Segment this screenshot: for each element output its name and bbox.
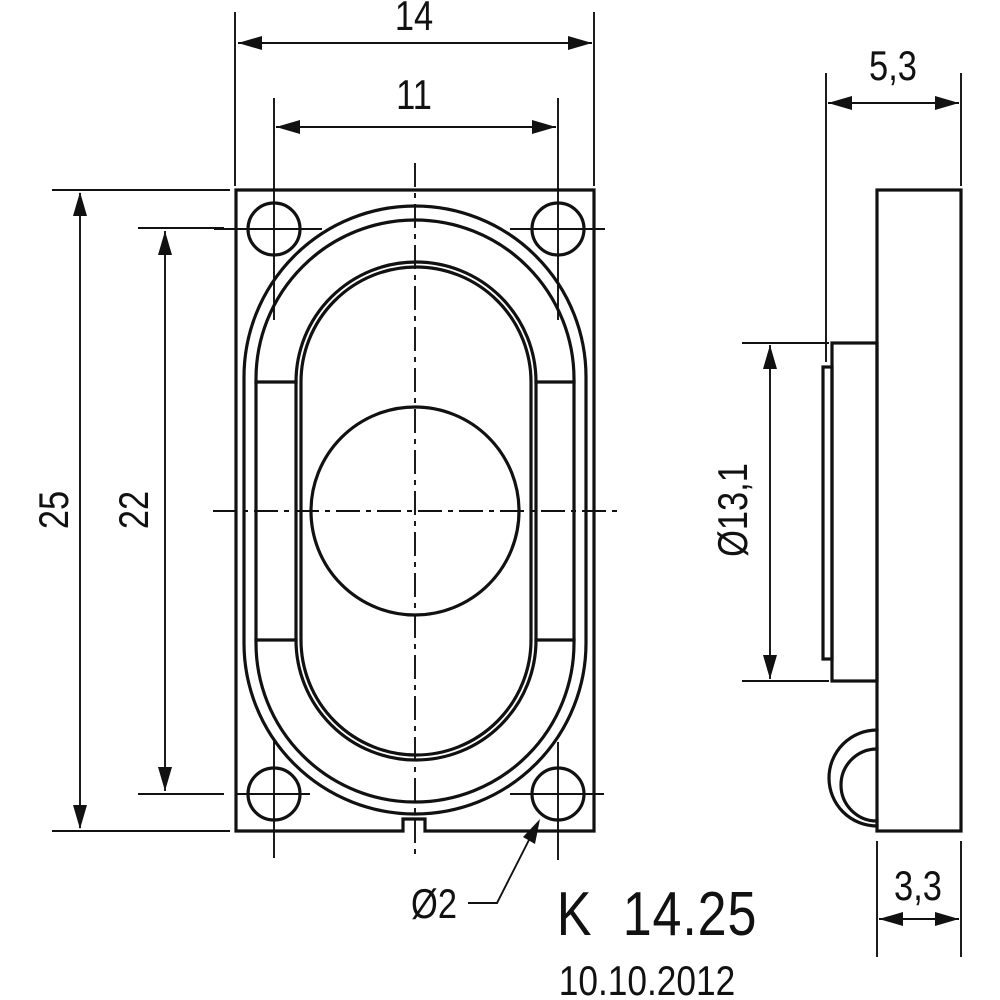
arrow-13-1-bottom: [763, 655, 777, 679]
arrow-3-3-right: [935, 912, 959, 926]
dim-label-overall-width: 14: [394, 0, 434, 39]
hole-crosshairs: [214, 98, 605, 860]
dimension-arrowheads: [73, 36, 959, 926]
side-membrane-flange: [830, 341, 879, 683]
arrow-13-1-top: [763, 345, 777, 369]
arrow-5-3-left: [828, 96, 852, 110]
dim-label-membrane-diameter: Ø13,1: [709, 463, 756, 557]
side-dome-step: [821, 365, 834, 661]
front-view-centerlines: [213, 98, 620, 860]
side-body: [875, 188, 963, 833]
model-number: K 14.25: [556, 880, 758, 949]
arrow-11-left: [276, 120, 300, 134]
dim-label-depth-total: 5,3: [869, 42, 917, 89]
dim-label-hole-pitch-width: 11: [396, 71, 432, 118]
dim-13-1-lines: [742, 342, 829, 682]
arrow-22-top: [158, 231, 172, 255]
dim-label-depth-body: 3,3: [894, 862, 942, 909]
arrow-14-left: [238, 36, 262, 50]
hole-diameter-leader-line: [468, 835, 532, 904]
dim-14-lines: [234, 12, 595, 186]
dim-25-lines: [52, 189, 230, 832]
side-view: [821, 188, 963, 833]
dim-label-mounting-hole-diameter: Ø2: [411, 880, 457, 927]
dimension-lines: [52, 12, 962, 957]
arrow-25-bottom: [73, 805, 87, 829]
drawing-date: 10.10.2012: [558, 957, 736, 1000]
arrow-22-bottom: [158, 767, 172, 791]
arrow-3-3-left: [879, 912, 903, 926]
dim-label-hole-pitch-height: 22: [110, 490, 157, 530]
terminal-bump-outer: [827, 728, 879, 828]
dim-22-lines: [138, 227, 224, 795]
arrow-11-right: [532, 120, 556, 134]
dim-5-3-lines: [825, 73, 962, 362]
arrow-5-3-right: [935, 96, 959, 110]
membrane-surround-inner: [299, 265, 533, 757]
arrow-14-right: [568, 36, 592, 50]
front-outline-with-notch: [234, 188, 596, 833]
arrow-hole-leader: [523, 819, 540, 844]
arrow-25-top: [73, 192, 87, 216]
frame-rib-lines: [254, 380, 576, 642]
terminal-bump-inner: [839, 747, 879, 823]
dim-label-overall-height: 25: [30, 490, 77, 530]
